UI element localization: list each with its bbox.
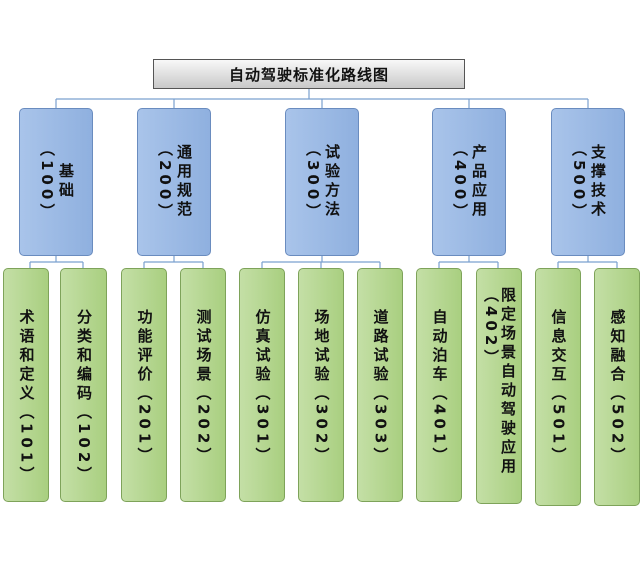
leaf-limited-scenario-autonomous-name: 限定场景自动驾驶应用	[499, 287, 517, 477]
leaf-information-interaction-label: 信息交互（501）	[549, 309, 568, 467]
leaf-perception-fusion-label: 感知融合（502）	[608, 309, 627, 467]
category-test-methods-name: 试验方法	[323, 144, 341, 220]
leaf-bus-300	[261, 256, 381, 268]
category-general-spec-name: 通用规范	[175, 144, 193, 220]
category-general-spec-code: （200）	[156, 141, 174, 223]
leaf-function-evaluation: 功能评价（201）	[121, 268, 167, 502]
category-basic: 基础 （100）	[19, 108, 93, 256]
leaf-test-scenarios: 测试场景（202）	[180, 268, 226, 502]
leaf-site-test-label: 场地试验（302）	[312, 309, 331, 467]
leaf-test-scenarios-label: 测试场景（202）	[194, 309, 213, 467]
leaf-classification-coding: 分类和编码（102）	[60, 268, 107, 502]
category-test-methods-code: （300）	[304, 141, 322, 223]
leaf-simulation-test-label: 仿真试验（301）	[253, 309, 272, 467]
leaf-automatic-parking: 自动泊车（401）	[416, 268, 462, 502]
category-product-application-name: 产品应用	[470, 144, 488, 220]
leaf-information-interaction: 信息交互（501）	[535, 268, 581, 506]
category-test-methods: 试验方法 （300）	[285, 108, 359, 256]
leaf-classification-coding-label: 分类和编码（102）	[75, 309, 93, 486]
leaf-terms-definitions-label: 术语和定义（101）	[17, 309, 36, 486]
leaf-bus-400	[438, 256, 499, 268]
leaf-bus-500	[557, 256, 618, 268]
category-support-tech-code: （500）	[570, 141, 588, 223]
leaf-road-test-label: 道路试验（303）	[371, 309, 390, 467]
category-basic-code: （100）	[38, 141, 56, 223]
category-product-application-code: （400）	[451, 141, 469, 223]
leaf-terms-definitions: 术语和定义（101）	[3, 268, 49, 502]
leaf-road-test: 道路试验（303）	[357, 268, 403, 502]
leaf-perception-fusion: 感知融合（502）	[594, 268, 640, 506]
leaf-bus-100	[29, 256, 84, 268]
category-support-tech: 支撑技术 （500）	[551, 108, 625, 256]
leaf-simulation-test: 仿真试验（301）	[239, 268, 285, 502]
leaf-automatic-parking-label: 自动泊车（401）	[430, 309, 449, 467]
category-product-application: 产品应用 （400）	[432, 108, 506, 256]
leaf-limited-scenario-autonomous: 限定场景自动驾驶应用 （402）	[476, 268, 522, 504]
roadmap-title: 自动驾驶标准化路线图	[153, 59, 465, 89]
leaf-bus-200	[143, 256, 204, 268]
category-support-tech-name: 支撑技术	[589, 144, 607, 220]
leaf-site-test: 场地试验（302）	[298, 268, 344, 502]
leaf-function-evaluation-label: 功能评价（201）	[135, 309, 154, 467]
leaf-limited-scenario-autonomous-code: （402）	[482, 287, 500, 369]
category-basic-name: 基础	[57, 163, 75, 201]
category-general-spec: 通用规范 （200）	[137, 108, 211, 256]
